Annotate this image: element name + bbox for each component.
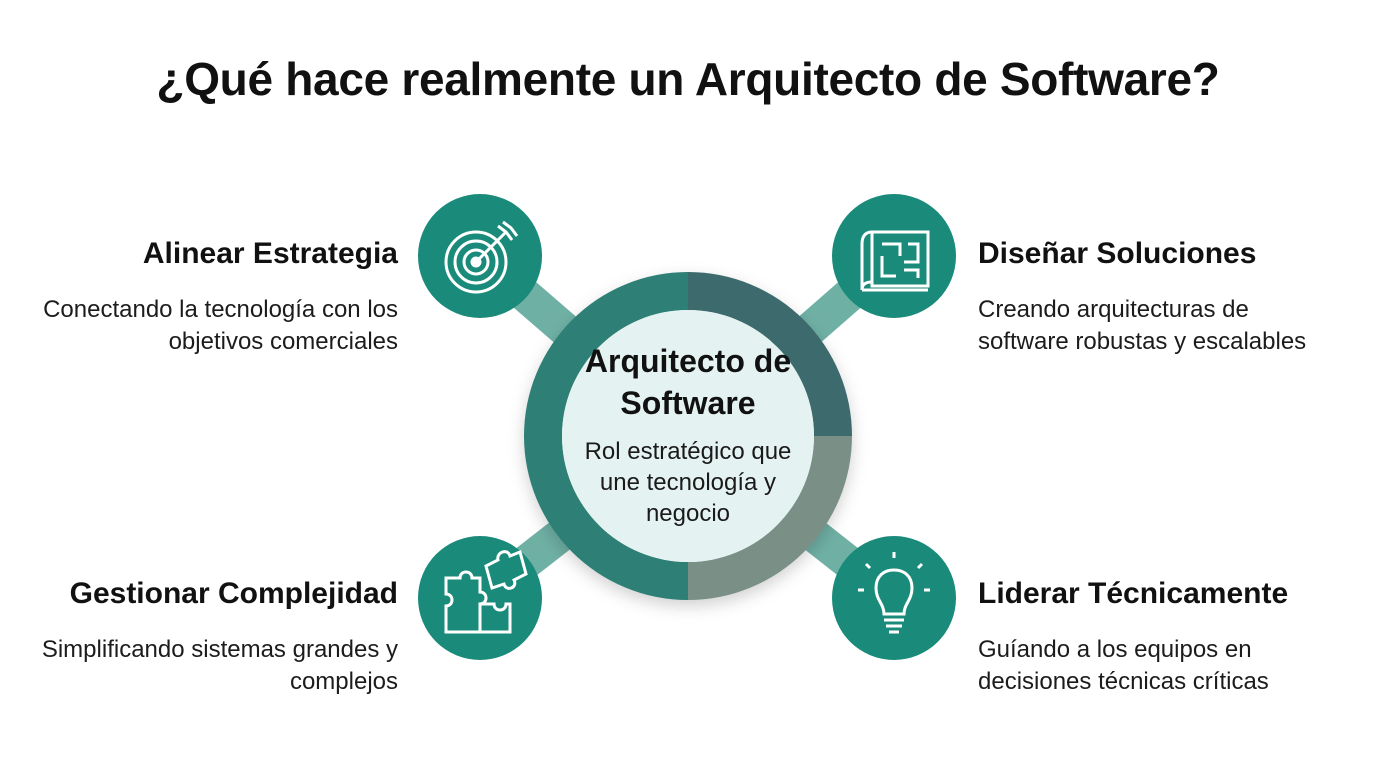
ring-segment-bottom (688, 436, 852, 600)
lightbulb-icon (858, 552, 930, 634)
branch-heading: Liderar Técnicamente (978, 577, 1289, 610)
center-hub: Arquitecto de Software Rol estratégico q… (548, 340, 828, 529)
branch-description: Guíando a los equipos en decisiones técn… (978, 636, 1269, 695)
branch-description: Conectando la tecnología con los objetiv… (43, 296, 398, 355)
center-subtitle: Rol estratégico que une tecnología y neg… (584, 438, 792, 527)
center-ring (524, 272, 852, 600)
node-gestionar-complejidad (418, 536, 542, 660)
ring-segment-right (688, 272, 852, 436)
branch-description: Simplificando sistemas grandes y complej… (41, 636, 398, 695)
branch-gestionar-complejidad: Gestionar Complejidad Simplificando sist… (40, 576, 398, 698)
branch-disenar-soluciones: Diseñar Soluciones Creando arquitecturas… (978, 236, 1338, 358)
page-title: ¿Qué hace realmente un Arquitecto de Sof… (156, 53, 1220, 105)
ring-segment-top (524, 272, 688, 436)
blueprint-icon (860, 230, 930, 292)
ring-segment-left (524, 436, 688, 600)
branch-liderar-tecnicamente: Liderar Técnicamente Guíando a los equip… (978, 576, 1338, 698)
branch-heading: Alinear Estrategia (142, 237, 398, 270)
center-disc (562, 310, 814, 562)
node-disenar-soluciones (832, 194, 956, 318)
branch-heading: Gestionar Complejidad (69, 577, 398, 610)
node-liderar-tecnicamente (832, 536, 956, 660)
puzzle-icon (444, 549, 528, 634)
center-title: Arquitecto de Software (584, 343, 792, 421)
branch-description: Creando arquitecturas de software robust… (978, 296, 1307, 355)
branch-alinear-estrategia: Alinear Estrategia Conectando la tecnolo… (40, 236, 398, 358)
node-alinear-estrategia (418, 194, 542, 318)
branch-heading: Diseñar Soluciones (978, 237, 1257, 270)
target-icon (444, 220, 519, 294)
